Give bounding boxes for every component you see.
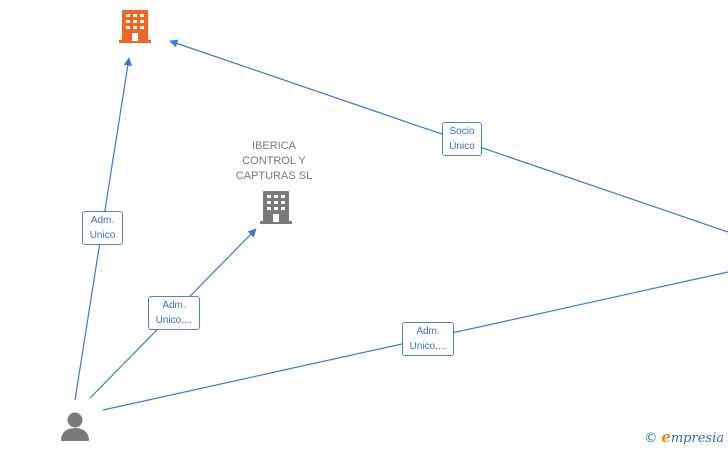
brand-initial: e <box>661 428 671 446</box>
brand-name: mpresia <box>670 431 724 446</box>
edge-label-socio-unico[interactable]: Socio Único <box>442 122 482 156</box>
edge-label-adm-unico-more[interactable]: Adm. Unico,... <box>402 322 454 356</box>
brand-watermark: ©empresia <box>644 428 724 446</box>
building-icon[interactable] <box>119 8 151 44</box>
edge-label-line: Unico,... <box>155 315 193 326</box>
edge-label-line: Único <box>449 141 475 152</box>
edge-label-line: Unico,... <box>409 341 447 352</box>
person-icon[interactable] <box>59 410 91 442</box>
company-name-line: IBERICA <box>251 140 296 152</box>
edge-label-line: Socio <box>449 126 475 137</box>
edge-label-line: Unico <box>89 230 116 241</box>
copyright-symbol: © <box>644 431 658 446</box>
edge-label-adm-unico-more[interactable]: Adm. Unico,... <box>148 296 200 330</box>
edge-label-line: Adm. <box>416 326 440 337</box>
company-name-line: CONTROL Y <box>242 155 306 167</box>
company-name-label: IBERICA CONTROL Y CAPTURAS SL <box>224 139 324 184</box>
edge-label-adm-unico[interactable]: Adm. Unico <box>82 211 123 245</box>
edge-label-line: Adm. <box>90 215 115 226</box>
company-name-line: CAPTURAS SL <box>235 170 313 182</box>
edge-label-line: Adm. <box>162 300 186 311</box>
building-icon[interactable] <box>260 189 292 225</box>
